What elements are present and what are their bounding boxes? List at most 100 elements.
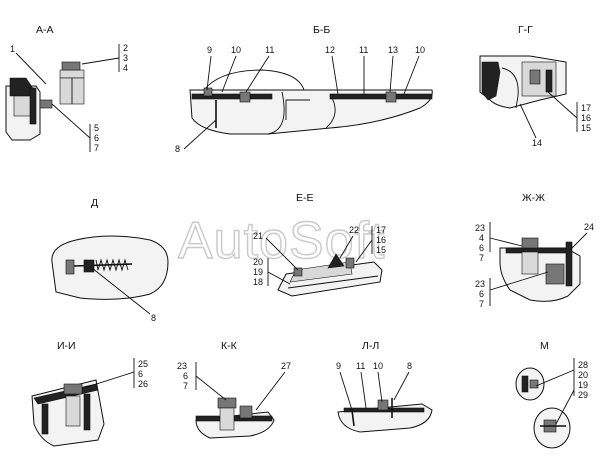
- view-title-m: М: [540, 340, 549, 352]
- leader-i: [83, 371, 135, 389]
- handle-body-section: [189, 89, 433, 135]
- view-zh-zh: Ж-Ж 23 4 6 7 24 23 6 7: [475, 192, 594, 309]
- label-3: 3: [123, 53, 128, 63]
- leader-10-l: [377, 371, 383, 403]
- nut-top-m: [529, 379, 539, 389]
- label-23-k: 23: [177, 361, 187, 371]
- label-6-i: 6: [138, 369, 143, 379]
- screw-l: [377, 399, 389, 411]
- nut-d: [83, 259, 95, 273]
- leader-k: [195, 375, 227, 401]
- label-26: 26: [138, 379, 148, 389]
- leader-567: [51, 103, 91, 139]
- label-1: 1: [10, 44, 15, 54]
- watermark-text: AutoSoft: [178, 212, 385, 270]
- label-6-zh: 6: [479, 243, 484, 253]
- screw-right: [385, 91, 397, 103]
- bolt-head-i: [63, 383, 83, 395]
- rod-right: [329, 93, 433, 100]
- label-11b: 11: [359, 45, 368, 55]
- lever-outline: [203, 69, 305, 91]
- label-8: 8: [175, 144, 180, 154]
- leader-24: [569, 232, 588, 251]
- label-7: 7: [94, 143, 99, 153]
- label-11-l: 11: [356, 361, 365, 371]
- view-l-l: Л-Л 9 11 10 8: [336, 340, 433, 433]
- leader-9: [206, 55, 212, 91]
- leader-234: [81, 57, 120, 65]
- view-b-b: Б-Б 9 10 11 12 11 13 10 8: [175, 24, 433, 154]
- leader-13: [389, 55, 394, 93]
- leader-151617-e: [355, 239, 373, 263]
- leader-10b: [403, 55, 420, 95]
- stop-part-d: [65, 259, 75, 275]
- bracket-g: [481, 61, 501, 101]
- label-2: 2: [123, 43, 128, 53]
- label-6-k: 6: [183, 371, 188, 381]
- label-9-l: 9: [336, 361, 341, 371]
- view-title-g-g: Г-Г: [518, 24, 533, 36]
- label-17-e: 17: [376, 225, 386, 235]
- screw-left-e: [293, 267, 303, 277]
- leader-22: [339, 235, 354, 259]
- wall-zh: [565, 241, 573, 287]
- label-22: 22: [349, 225, 359, 235]
- leader-zh-top: [489, 237, 523, 247]
- leader-14: [519, 103, 537, 139]
- label-18: 18: [253, 277, 263, 287]
- label-24: 24: [584, 222, 594, 232]
- view-a-a: А-А 1 2 3 4 5 6 7: [5, 24, 128, 153]
- bolt-head-k: [217, 397, 237, 409]
- label-10-l: 10: [373, 361, 383, 371]
- leader-11-l: [360, 371, 367, 409]
- view-title-b-b: Б-Б: [313, 24, 330, 36]
- nut-side: [39, 99, 53, 109]
- label-4: 4: [123, 63, 128, 73]
- label-16: 16: [581, 113, 591, 123]
- leader-m-top: [535, 369, 575, 387]
- view-title-a-a: А-А: [36, 24, 54, 36]
- leader-181920: [267, 271, 291, 285]
- rod-left: [191, 93, 273, 100]
- rib-part: [29, 87, 37, 125]
- nut-k: [239, 405, 253, 419]
- plate-part: [13, 95, 33, 117]
- leader-8-d: [91, 267, 151, 315]
- leader-10: [221, 55, 237, 93]
- label-8-d: 8: [151, 313, 156, 323]
- view-e-e: Е-Е 21 22 17 16 15 20 19 18: [253, 192, 386, 297]
- leader-m-bottom: [555, 389, 575, 425]
- screw-mid: [239, 91, 251, 103]
- view-title-d: Д: [91, 197, 98, 209]
- view-d: Д 8: [51, 197, 169, 323]
- label-10: 10: [231, 45, 241, 55]
- label-15-e: 15: [376, 245, 386, 255]
- leader-151617: [547, 91, 578, 119]
- view-title-zh-zh: Ж-Ж: [522, 192, 545, 204]
- label-28: 28: [578, 360, 588, 370]
- label-6: 6: [94, 133, 99, 143]
- label-15: 15: [581, 123, 591, 133]
- bolt-body-i: [65, 395, 81, 427]
- label-7-zh: 7: [479, 253, 484, 263]
- leader-8-l: [393, 371, 410, 401]
- bolt-body-k: [219, 407, 235, 431]
- label-25: 25: [138, 359, 148, 369]
- label-5: 5: [94, 123, 99, 133]
- leader-11: [245, 55, 270, 93]
- leader-8: [183, 119, 217, 150]
- base-line-e: [287, 275, 379, 289]
- label-11: 11: [265, 45, 274, 55]
- handle-body-d: [51, 235, 169, 300]
- washer-part: [59, 69, 85, 79]
- label-16-e: 16: [376, 235, 386, 245]
- label-23-zh-b: 23: [475, 279, 485, 289]
- label-27: 27: [281, 361, 291, 371]
- view-g-g: Г-Г 17 16 15 14: [479, 24, 591, 148]
- label-12: 12: [325, 45, 335, 55]
- pin-l: [351, 409, 355, 427]
- bolt-body-zh: [521, 251, 539, 275]
- label-19-m: 19: [578, 380, 588, 390]
- label-19: 19: [253, 267, 263, 277]
- view-m: М 28 20 19 29: [515, 340, 588, 449]
